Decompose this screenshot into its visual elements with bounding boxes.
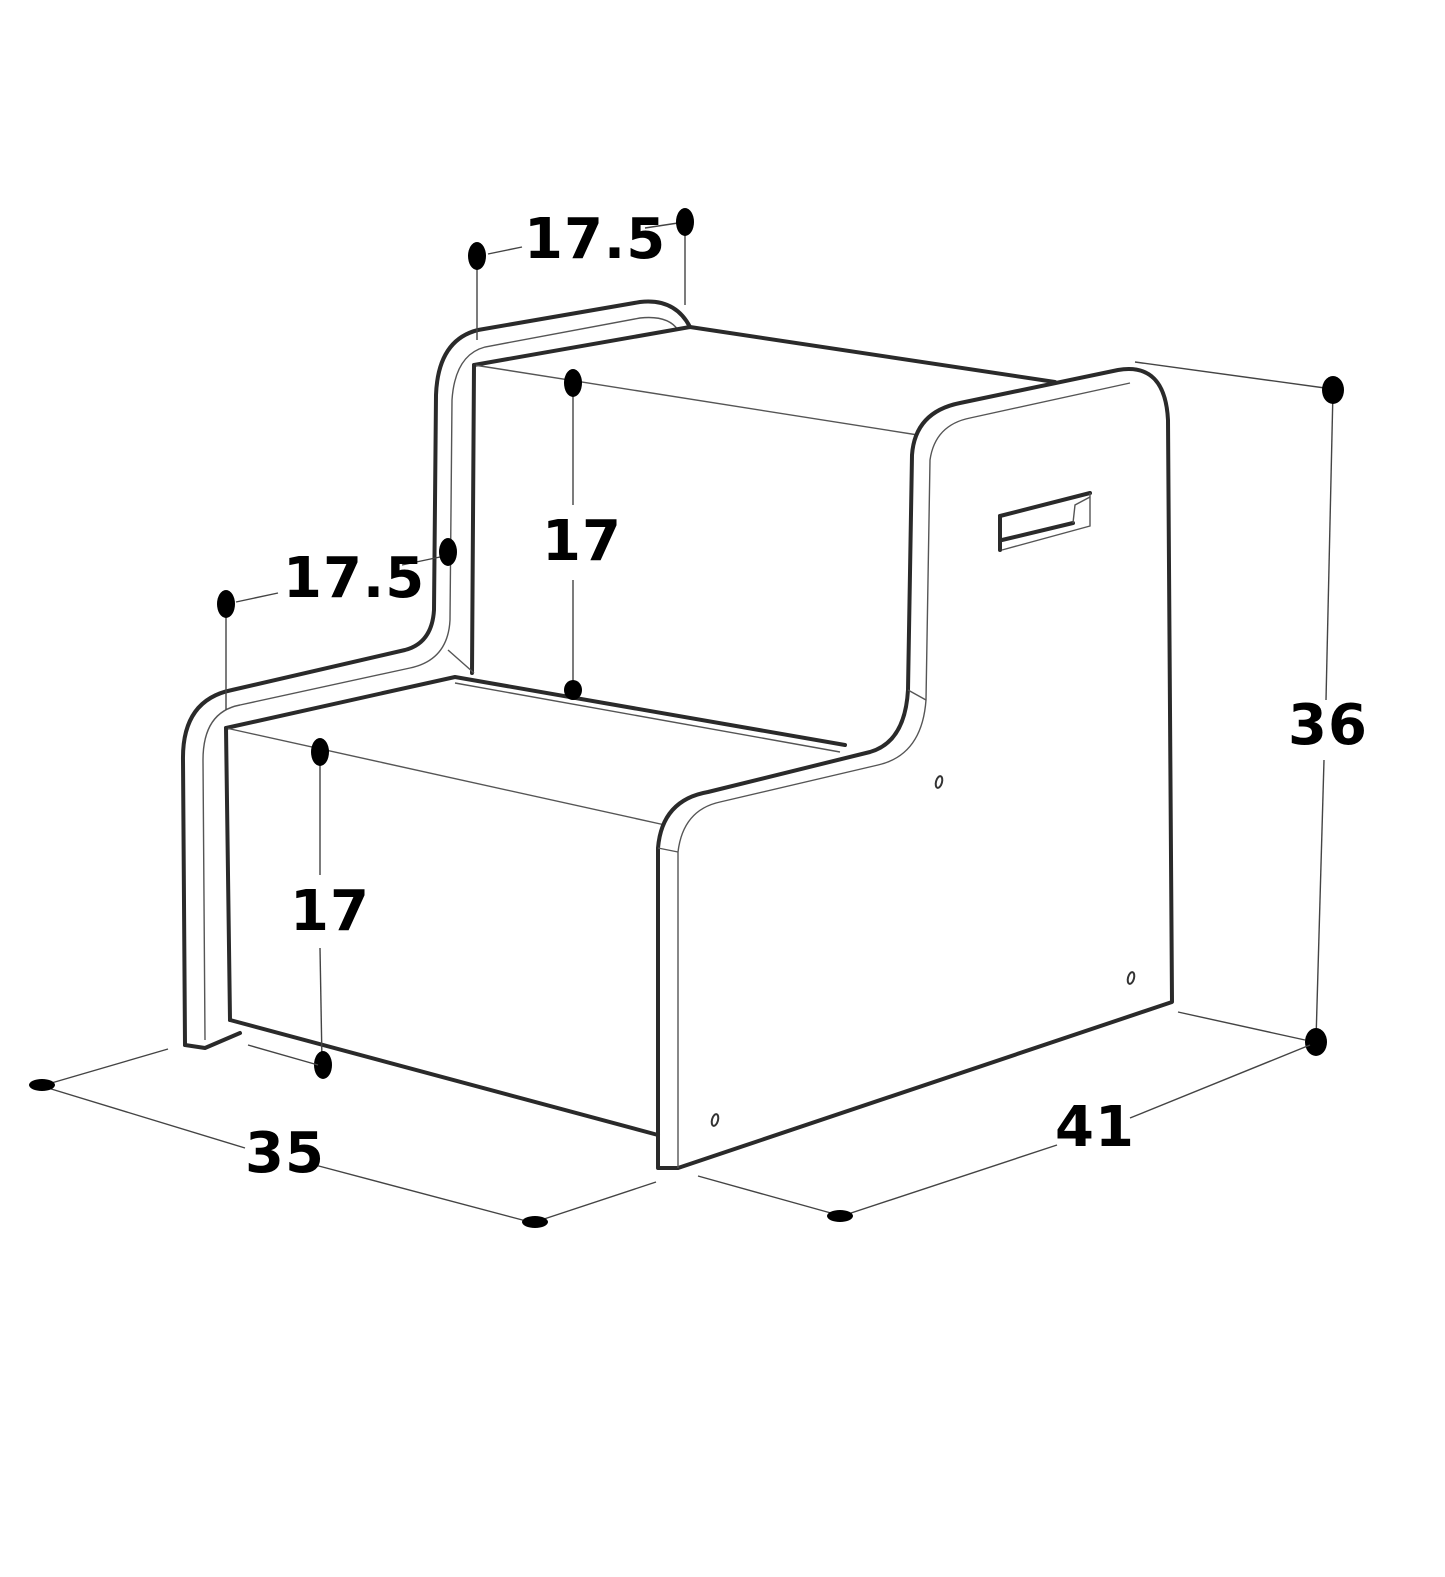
label-bottom-step-rise: 17 (290, 879, 370, 944)
label-total-width: 35 (245, 1121, 325, 1186)
dim-bottom-step-rise (311, 738, 332, 1079)
dim-total-depth (697, 1044, 1311, 1222)
dim-bottom-step-depth (217, 538, 457, 710)
label-total-depth: 41 (1055, 1095, 1135, 1160)
left-side-panel (180, 299, 692, 1050)
dim-total-width (29, 1044, 657, 1228)
screw-hole-icon (934, 775, 944, 789)
screw-holes (710, 775, 1136, 1127)
screw-hole-icon (710, 1113, 720, 1127)
dim-top-step-rise (564, 369, 582, 700)
dim-total-height (1134, 361, 1344, 1056)
right-side-panel (656, 367, 1174, 1170)
top-step (447, 325, 1057, 675)
label-top-step-rise: 17 (542, 509, 622, 574)
label-total-height: 36 (1288, 693, 1368, 758)
label-bottom-step-depth: 17.5 (283, 546, 426, 611)
screw-hole-icon (1126, 971, 1136, 985)
label-top-step-depth: 17.5 (524, 207, 667, 272)
handle-cutout-icon (998, 491, 1092, 552)
dim-top-step-depth (468, 208, 694, 340)
bottom-step (224, 675, 847, 1137)
